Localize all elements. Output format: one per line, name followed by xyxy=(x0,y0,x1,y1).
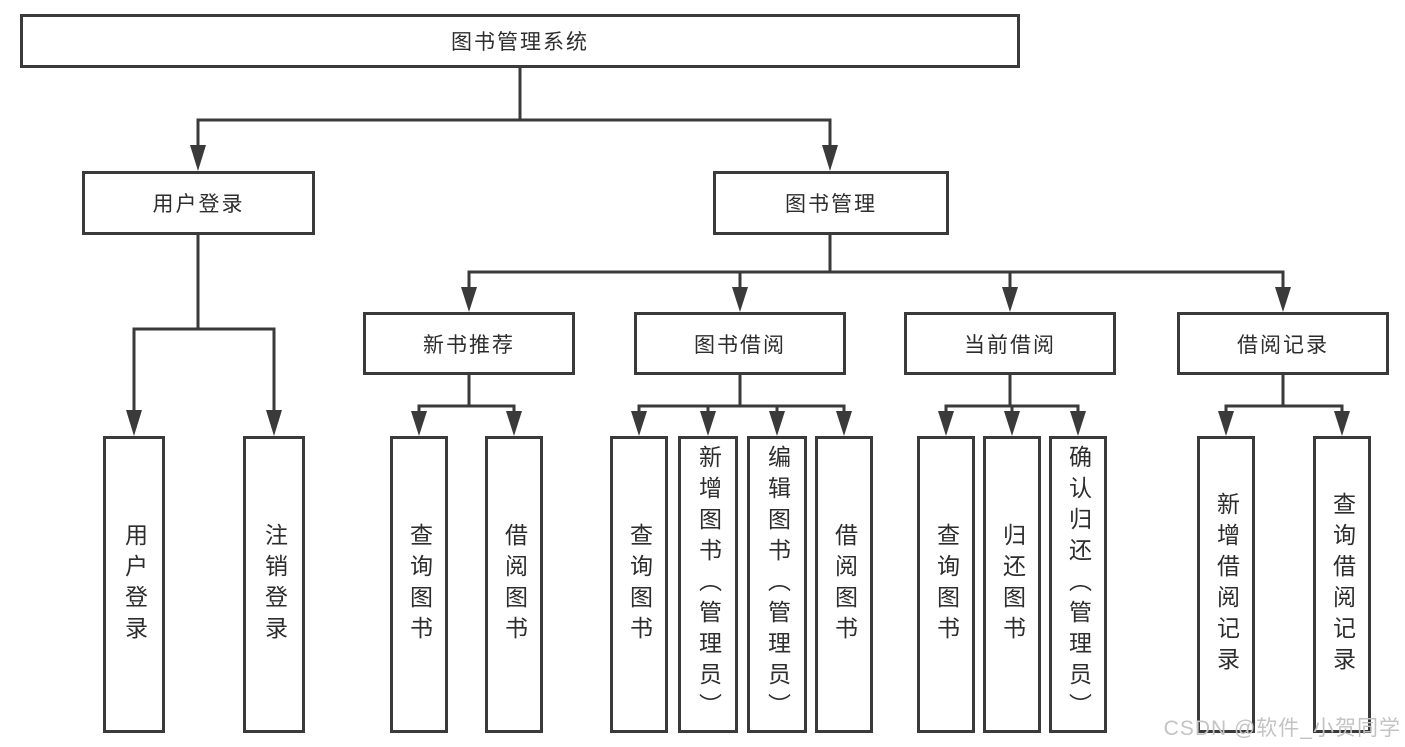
leaf-user-login: 用户登录 xyxy=(103,436,165,733)
node-borrow-records: 借阅记录 xyxy=(1177,312,1389,375)
leaf-records-query-record: 查询借阅记录 xyxy=(1313,436,1371,733)
leaf-borrow-edit-book-admin: 编辑图书（管理员） xyxy=(747,436,807,733)
leaf-current-return-book: 归还图书 xyxy=(983,436,1041,733)
node-book-borrow: 图书借阅 xyxy=(634,312,846,375)
arrowhead-group xyxy=(126,145,1350,436)
leaf-current-confirm-return-admin: 确认归还（管理员） xyxy=(1049,436,1107,733)
node-new-book-recommend: 新书推荐 xyxy=(363,312,575,375)
node-root-system: 图书管理系统 xyxy=(20,14,1020,68)
leaf-borrow-query-book: 查询图书 xyxy=(610,436,668,733)
leaf-current-query-book: 查询图书 xyxy=(917,436,975,733)
node-book-management: 图书管理 xyxy=(713,171,949,235)
leaf-logout: 注销登录 xyxy=(243,436,305,733)
leaf-borrow-borrow-book: 借阅图书 xyxy=(815,436,873,733)
leaf-records-add-record: 新增借阅记录 xyxy=(1197,436,1255,733)
leaf-borrow-add-book-admin: 新增图书（管理员） xyxy=(678,436,738,733)
csdn-watermark: CSDN @软件_小贺同学 xyxy=(1163,717,1401,740)
node-user-login: 用户登录 xyxy=(82,171,315,235)
node-current-borrow: 当前借阅 xyxy=(904,312,1116,375)
leaf-recommend-query-book: 查询图书 xyxy=(390,436,448,733)
leaf-recommend-borrow-book: 借阅图书 xyxy=(485,436,543,733)
